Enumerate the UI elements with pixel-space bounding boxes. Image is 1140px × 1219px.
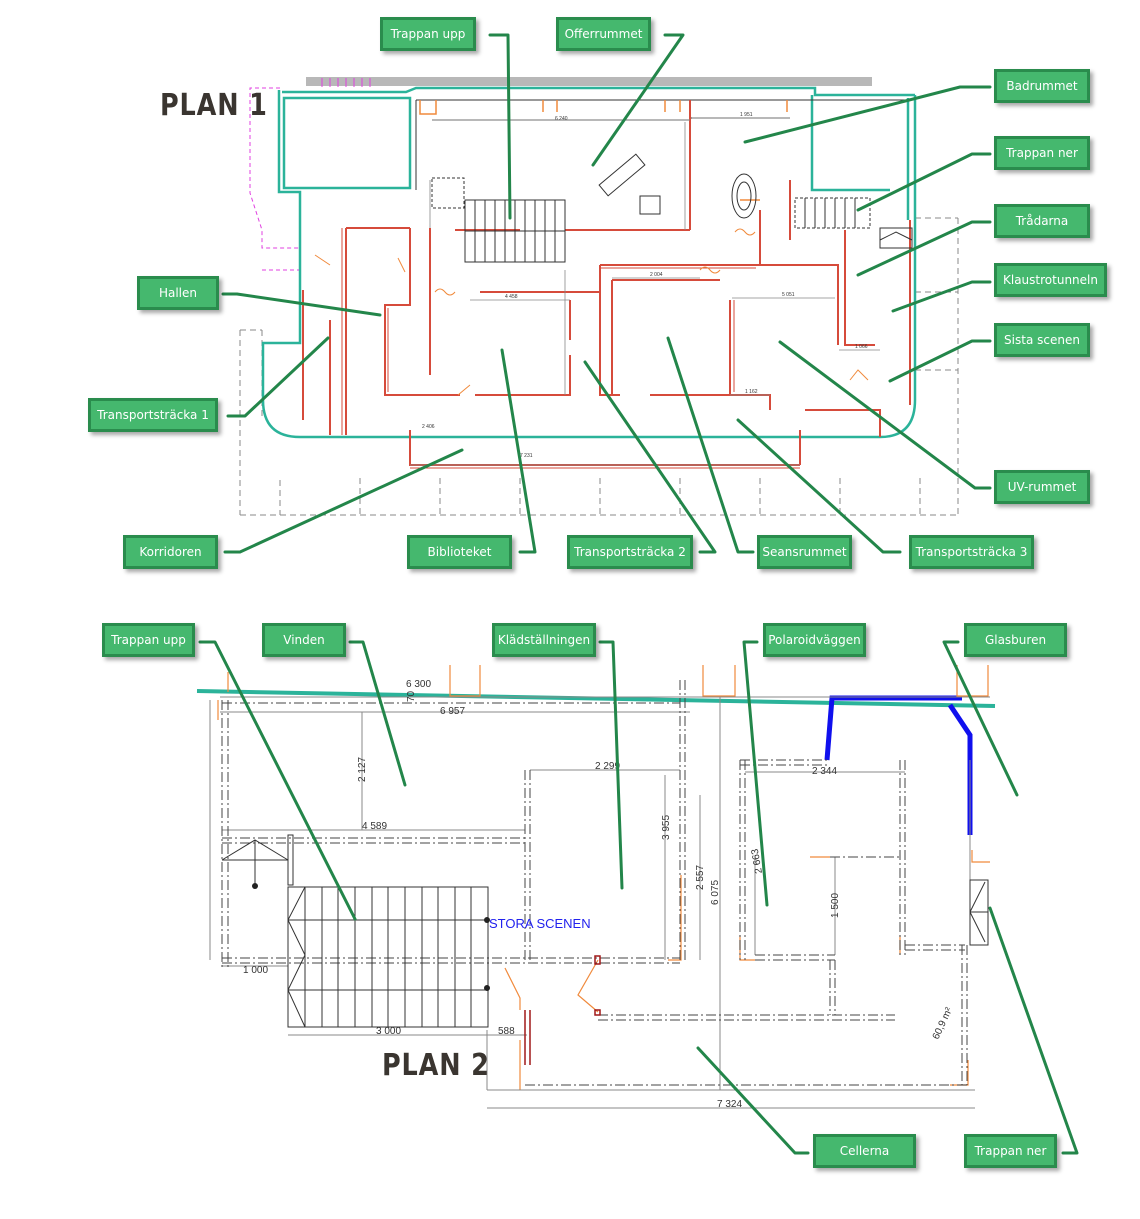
label-polaroidvaggen[interactable]: Polaroidväggen <box>763 623 866 657</box>
svg-text:2 004: 2 004 <box>650 272 663 278</box>
dim-1500: 1 500 <box>830 893 841 918</box>
svg-text:6 240: 6 240 <box>555 116 568 122</box>
label-badrummet[interactable]: Badrummet <box>994 69 1090 103</box>
label-hallen[interactable]: Hallen <box>137 276 219 310</box>
dim-7324: 7 324 <box>717 1099 742 1110</box>
room-name-stora-scenen: STORA SCENEN <box>489 916 591 931</box>
label-transportstracka-2[interactable]: Transportsträcka 2 <box>567 535 693 569</box>
plan1-title: PLAN 1 <box>160 88 268 123</box>
dim-3955: 3 955 <box>661 815 672 840</box>
label-sista-scenen[interactable]: Sista scenen <box>994 323 1090 357</box>
dim-1000: 1 000 <box>243 965 268 976</box>
svg-text:1 951: 1 951 <box>740 112 753 118</box>
plan2-title: PLAN 2 <box>382 1048 490 1083</box>
svg-text:2 406: 2 406 <box>422 424 435 430</box>
dim-6300: 6 300 <box>406 679 431 690</box>
dim-3000: 3 000 <box>376 1026 401 1037</box>
leader-lines <box>198 33 1079 1155</box>
area-label: 60,9 m² <box>931 1005 956 1041</box>
label-biblioteket[interactable]: Biblioteket <box>407 535 512 569</box>
label-trappan-ner-plan1[interactable]: Trappan ner <box>994 136 1090 170</box>
svg-text:7 231: 7 231 <box>520 453 533 459</box>
label-cellerna[interactable]: Cellerna <box>813 1134 916 1168</box>
label-tradarna[interactable]: Trådarna <box>994 204 1090 238</box>
dim-588: 588 <box>498 1026 515 1037</box>
dim-2557: 2 557 <box>695 865 706 890</box>
dim-2299: 2 299 <box>595 761 620 772</box>
svg-text:5 051: 5 051 <box>782 292 795 298</box>
dim-6075: 6 075 <box>710 880 721 905</box>
dim-70: 70 <box>406 690 417 702</box>
label-korridoren[interactable]: Korridoren <box>123 535 218 569</box>
label-trappan-ner-plan2[interactable]: Trappan ner <box>964 1134 1057 1168</box>
label-transportstracka-3[interactable]: Transportsträcka 3 <box>909 535 1034 569</box>
dim-2344: 2 344 <box>812 766 837 777</box>
label-seansrummet[interactable]: Seansrummet <box>757 535 852 569</box>
dim-2127: 2 127 <box>357 757 368 782</box>
label-klaustrotunneln[interactable]: Klaustrotunneln <box>994 263 1107 297</box>
label-uv-rummet[interactable]: UV-rummet <box>994 470 1090 504</box>
label-kladstallningen[interactable]: Klädställningen <box>492 623 596 657</box>
label-trappan-upp-plan1[interactable]: Trappan upp <box>380 17 476 51</box>
label-trappan-upp-plan2[interactable]: Trappan upp <box>102 623 195 657</box>
label-transportstracka-1[interactable]: Transportsträcka 1 <box>88 398 218 432</box>
svg-text:1 066: 1 066 <box>855 344 868 350</box>
svg-text:1 162: 1 162 <box>745 389 758 395</box>
svg-text:4 458: 4 458 <box>505 294 518 300</box>
plan1-drawing: 6 240 1 951 4 458 2 004 5 051 1 162 2 40… <box>239 77 960 516</box>
label-vinden[interactable]: Vinden <box>262 623 346 657</box>
label-glasburen[interactable]: Glasburen <box>964 623 1067 657</box>
dim-4589: 4 589 <box>362 821 387 832</box>
plan2-drawing: 6 300 6 957 70 2 127 4 589 2 299 2 344 3… <box>196 665 996 1110</box>
dim-6957: 6 957 <box>440 706 465 717</box>
label-offerrummet[interactable]: Offerrummet <box>556 17 651 51</box>
